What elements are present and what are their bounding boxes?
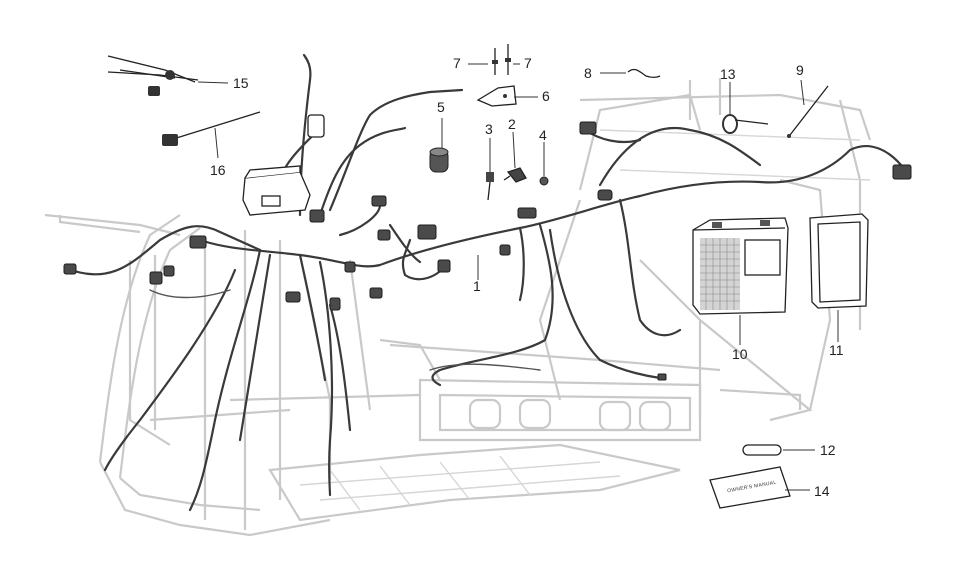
callout-12: 13	[720, 66, 736, 82]
part-9-lead	[787, 85, 829, 138]
callout-2: 2	[508, 116, 516, 132]
callout-13: 12	[820, 442, 836, 458]
callout-16: 16	[210, 162, 226, 178]
leader-lines	[197, 63, 839, 491]
callout-1: 1	[473, 278, 481, 294]
callout-9: 9	[796, 62, 804, 78]
harness-connectors	[63, 121, 912, 381]
callout-11: 11	[829, 342, 844, 358]
part-7-screws	[492, 44, 511, 75]
relay-box	[242, 114, 325, 216]
part-14-manual	[709, 466, 791, 509]
callout-3: 3	[485, 121, 493, 137]
part-3-bolt	[486, 172, 494, 201]
callout-15: 15	[233, 75, 249, 91]
part-2-clip	[503, 167, 527, 183]
callout-6: 6	[542, 88, 550, 104]
callout-7-right: 7	[524, 55, 532, 71]
callout-5: 5	[437, 99, 445, 115]
part-12-spring	[722, 114, 769, 134]
part-4-nut	[539, 176, 549, 186]
part-15-cable-ties	[107, 55, 199, 96]
part-5-grommet	[429, 147, 449, 173]
callout-8: 8	[584, 65, 592, 81]
part-8-hose	[627, 68, 661, 79]
main-wiring-harness	[63, 53, 907, 512]
part-11-battery-pad	[809, 213, 869, 309]
callout-7-left: 7	[453, 55, 461, 71]
part-13-fuse	[742, 444, 782, 456]
callout-4: 4	[539, 127, 547, 143]
part-16-cable-tie	[162, 111, 261, 146]
part-10-battery	[692, 217, 789, 315]
part-6-bracket	[476, 85, 517, 107]
callout-14: 14	[814, 483, 830, 499]
callout-10: 10	[732, 346, 748, 362]
